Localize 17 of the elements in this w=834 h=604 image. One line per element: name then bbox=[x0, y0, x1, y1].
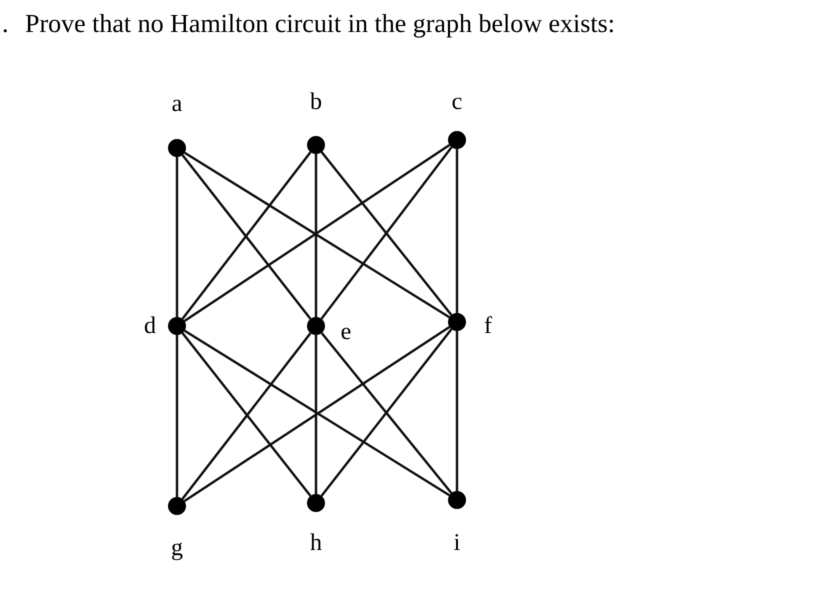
vertex-label: g bbox=[171, 535, 183, 561]
vertex-label: a bbox=[172, 91, 182, 117]
vertex-label: b bbox=[310, 89, 322, 115]
graph-edge bbox=[176, 335, 178, 497]
graph-edge bbox=[176, 157, 178, 317]
question-title: Prove that no Hamilton circuit in the graph below exists: bbox=[25, 8, 615, 40]
vertex-label: c bbox=[452, 89, 462, 115]
vertex-label: i bbox=[454, 530, 460, 556]
vertex-label: h bbox=[310, 530, 322, 556]
vertex-label: d bbox=[144, 313, 156, 339]
graph-edge bbox=[456, 331, 458, 491]
graph-edge bbox=[456, 149, 458, 313]
vertex-label: f bbox=[484, 313, 492, 339]
graph-edge bbox=[314, 335, 318, 494]
vertex-label: e bbox=[340, 319, 352, 345]
graph-edge bbox=[314, 154, 318, 317]
cut-off-text: . bbox=[2, 8, 8, 40]
